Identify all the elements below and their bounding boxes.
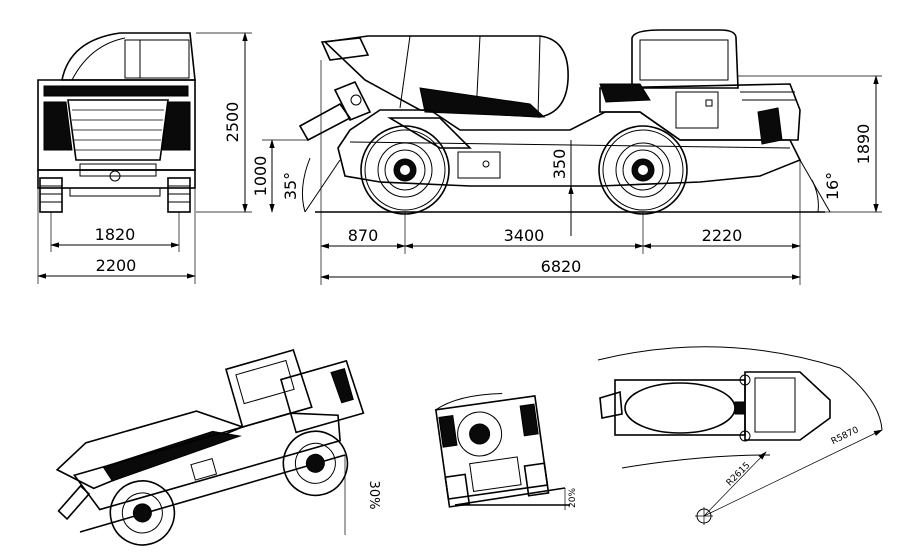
front-view-dimensions: 2500 1820 2200 [37,32,252,284]
ground-clearance-label: 350 [550,149,569,180]
wheelbase-label: 3400 [504,226,545,245]
side-view-dimensions: 870 3400 2220 6820 1000 35° 350 1890 16° [251,60,882,285]
side-tilt-label: 20% [568,488,578,508]
cab-height-label: 1890 [854,124,873,165]
front-height-label: 2500 [223,102,242,143]
approach-angle-label: 35° [281,172,300,200]
rear-slope-view: 20% [434,392,578,510]
departure-angle-label: 16° [823,172,842,200]
front-track-label: 1820 [95,225,136,244]
turning-view: R2615 R5870 [597,346,883,525]
slope-gradient-label: 30% [366,481,381,510]
outer-radius-label: R5870 [830,425,861,447]
chute-height-label: 1000 [251,156,270,197]
front-overhang-label: 870 [348,226,379,245]
front-view-machine [37,32,196,213]
front-width-label: 2200 [96,256,137,275]
inner-radius-label: R2615 [725,461,753,489]
side-view-machine [298,29,825,215]
overall-length-label: 6820 [541,257,582,276]
slope-view: 30% [55,349,381,546]
rear-overhang-label: 2220 [702,226,743,245]
